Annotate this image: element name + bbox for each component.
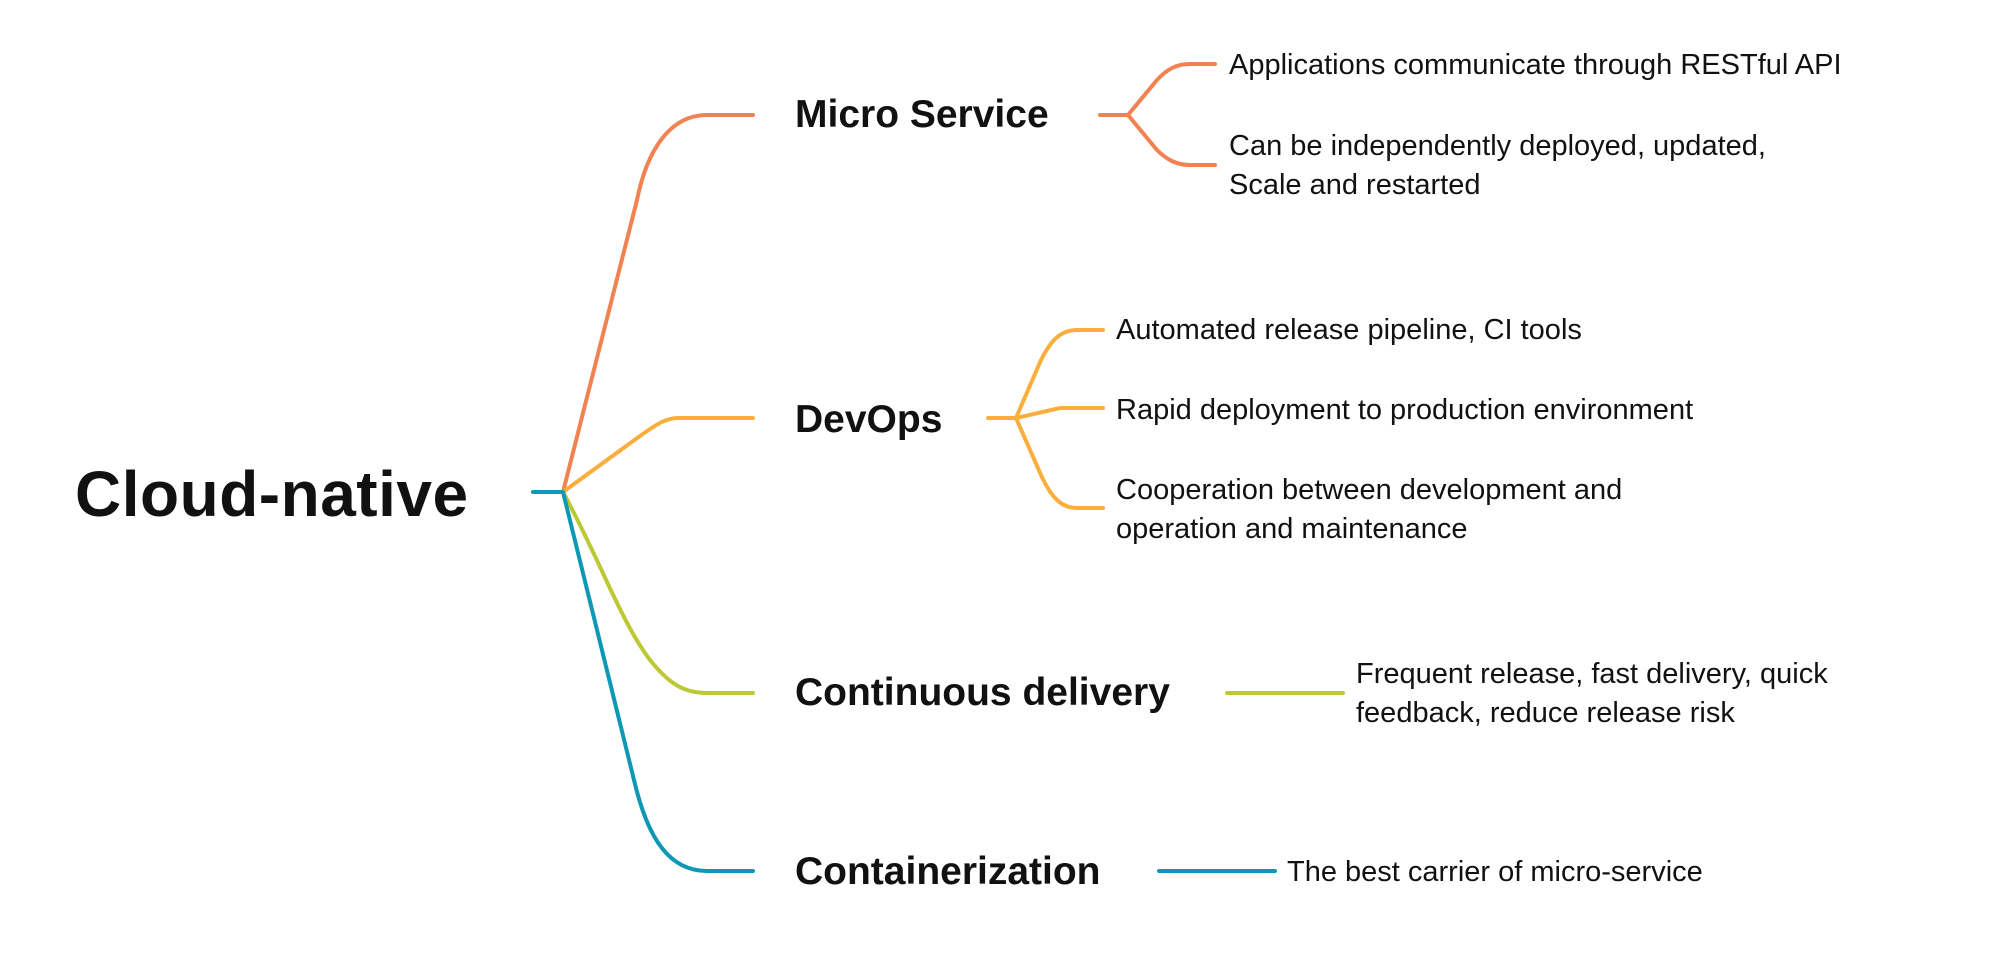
connector-containerization [561,490,755,873]
connector-devops-detail-3 [1014,416,1105,510]
detail-devops-2: Rapid deployment to production environme… [1116,394,1694,426]
detail-micro-service-1: Applications communicate through RESTful… [1229,49,1842,81]
detail-micro-service-2: Can be independently deployed, updated, … [1229,130,1766,201]
connector-micro-service-detail-2 [1126,113,1217,167]
connector-devops-detail-1 [1014,328,1105,420]
connector-continuous-delivery [561,490,755,695]
branch-containerization: Containerization [795,850,1101,893]
detail-containerization-1: The best carrier of micro-service [1287,856,1703,888]
detail-devops-1: Automated release pipeline, CI tools [1116,314,1582,346]
connector-micro-service [561,113,755,494]
connector-micro-service-detail-1 [1126,62,1217,117]
detail-devops-3: Cooperation between development and oper… [1116,474,1623,545]
connector-devops-detail-2 [1014,406,1105,420]
branch-continuous-delivery: Continuous delivery [795,671,1170,714]
root-node: Cloud-native [75,458,469,530]
branch-micro-service: Micro Service [795,93,1049,136]
detail-continuous-delivery-1: Frequent release, fast delivery, quick f… [1356,658,1828,729]
branch-devops: DevOps [795,398,943,441]
connector-devops [561,416,755,494]
